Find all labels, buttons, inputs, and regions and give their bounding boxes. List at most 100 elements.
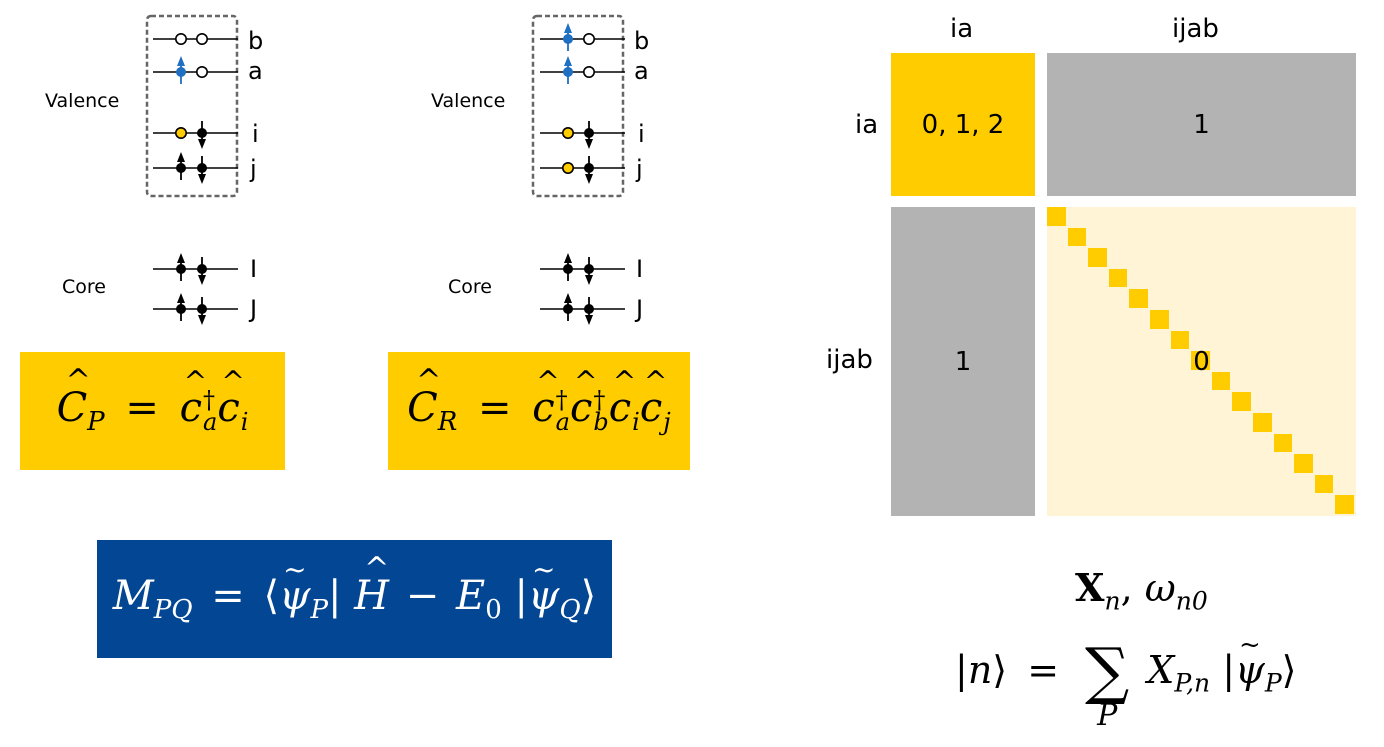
orbital-label-j: j — [636, 155, 643, 183]
empty-orbital-icon — [582, 66, 595, 79]
spin-up-arrow-icon — [564, 23, 572, 33]
diagonal-block — [1335, 495, 1354, 514]
coefficient-subscript: P,n — [1174, 668, 1211, 698]
hamiltonian-symbol: H — [354, 573, 390, 619]
orbital-label-i: i — [252, 120, 259, 148]
diagonal-block — [1047, 207, 1066, 226]
omega-symbol: ω — [1144, 566, 1176, 610]
equals-sign: = — [1027, 648, 1060, 692]
orbital-label-b: b — [248, 27, 264, 55]
matrix-row-header-ia: ia — [855, 110, 879, 140]
eigenvector-subscript: n — [1104, 586, 1121, 616]
spin-up-arrow-icon — [177, 56, 185, 66]
valence-region-box — [531, 14, 625, 198]
valence-region-box — [145, 14, 239, 198]
empty-orbital-icon — [582, 32, 595, 45]
matrix-block-ia-ia: 0, 1, 2 — [891, 53, 1035, 196]
matrix-element-box: MPQ = ⟨ψ~P| H^ − E0 |ψ~Q⟩ — [97, 540, 612, 658]
diagonal-block — [1191, 351, 1210, 370]
spin-up-arrow-icon — [564, 293, 572, 303]
hole-icon — [561, 162, 574, 175]
coefficient-symbol: X — [1147, 648, 1175, 692]
matrix-col-header-ijab: ijab — [1172, 14, 1219, 44]
spin-up-arrow-icon — [177, 152, 185, 162]
bra-subscript: P — [310, 595, 328, 625]
orbital-label-i: i — [638, 120, 645, 148]
orbital-diagrams — [145, 14, 625, 325]
core-label: Core — [448, 276, 492, 298]
omega-subscript: n0 — [1175, 586, 1208, 616]
valence-label: Valence — [431, 90, 506, 112]
diagonal-block — [1211, 371, 1231, 391]
spin-down-arrow-icon — [198, 275, 206, 285]
eigen-result-line1: Xn, ωn0 — [1075, 565, 1208, 616]
valence-label: Valence — [45, 90, 120, 112]
diagonal-block — [1170, 330, 1190, 350]
spin-up-arrow-icon — [177, 293, 185, 303]
annihilation-operator: c^ i — [608, 365, 640, 436]
diagonal-block — [1067, 227, 1087, 247]
empty-orbital-icon — [175, 32, 188, 45]
orbital-label-a: a — [248, 57, 263, 85]
spin-up-arrow-icon — [564, 253, 572, 263]
empty-orbital-icon — [196, 32, 209, 45]
operator-symbol: C — [407, 385, 438, 431]
spin-down-arrow-icon — [198, 174, 206, 184]
empty-orbital-icon — [196, 66, 209, 79]
diagonal-block — [1253, 413, 1272, 432]
ket-close: ⟩ — [580, 573, 597, 619]
hat-accent: ^ — [416, 363, 442, 398]
matrix-col-header-ia: ia — [950, 14, 974, 44]
sum-subscript: P — [1097, 698, 1118, 733]
spin-down-arrow-icon — [585, 139, 593, 149]
spin-down-arrow-icon — [198, 315, 206, 325]
energy-subscript: 0 — [485, 595, 502, 625]
psi-subscript: P — [1264, 668, 1282, 698]
operator-symbol: C — [56, 385, 88, 431]
ket-n: n — [967, 648, 993, 692]
spin-down-arrow-icon — [198, 139, 206, 149]
spin-up-arrow-icon — [177, 253, 185, 263]
orbital-label-I: I — [636, 255, 644, 283]
spin-down-arrow-icon — [585, 275, 593, 285]
creation-operator: c^†a — [532, 365, 570, 436]
bra-open: ⟨ — [263, 573, 280, 619]
subscript-PQ: PQ — [153, 595, 193, 625]
energy-symbol: E — [456, 573, 486, 619]
diagonal-block — [1129, 289, 1148, 308]
diagonal-block — [1314, 474, 1334, 494]
matrix-element-formula: MPQ = ⟨ψ~P| H^ − E0 |ψ~Q⟩ — [112, 551, 597, 625]
orbital-label-j: j — [250, 155, 257, 183]
spin-up-arrow-icon — [564, 56, 572, 66]
orbital-label-I: I — [250, 255, 258, 283]
matrix-block-ijab-ijab — [1047, 207, 1356, 516]
matrix-block-ijab-ijab-value: 0 — [1193, 346, 1210, 377]
diagonal-block — [1088, 248, 1107, 267]
creation-operator: c^†a — [179, 365, 218, 436]
spin-down-arrow-icon — [585, 174, 593, 184]
annihilation-operator: c^ j — [639, 365, 671, 436]
sum-symbol: ∑ — [1085, 634, 1130, 707]
ket-subscript: Q — [559, 595, 581, 625]
operator-subscript: R — [437, 407, 458, 437]
orbital-label-a: a — [634, 57, 649, 85]
diagonal-block — [1108, 268, 1128, 288]
core-label: Core — [62, 276, 106, 298]
orbital-label-J: J — [636, 295, 644, 323]
diagonal-block — [1273, 433, 1293, 453]
annihilation-operator: c^ i — [217, 365, 249, 436]
matrix-block-ijab-ia: 1 — [891, 207, 1035, 516]
spin-down-arrow-icon — [585, 315, 593, 325]
hole-icon — [561, 127, 574, 140]
diagonal-block — [1232, 392, 1251, 411]
symbol-M: M — [112, 573, 154, 619]
orbital-label-J: J — [250, 295, 258, 323]
diagonal-block — [1150, 310, 1169, 329]
hole-icon — [175, 127, 188, 140]
eigenvector-symbol: X — [1075, 565, 1105, 610]
